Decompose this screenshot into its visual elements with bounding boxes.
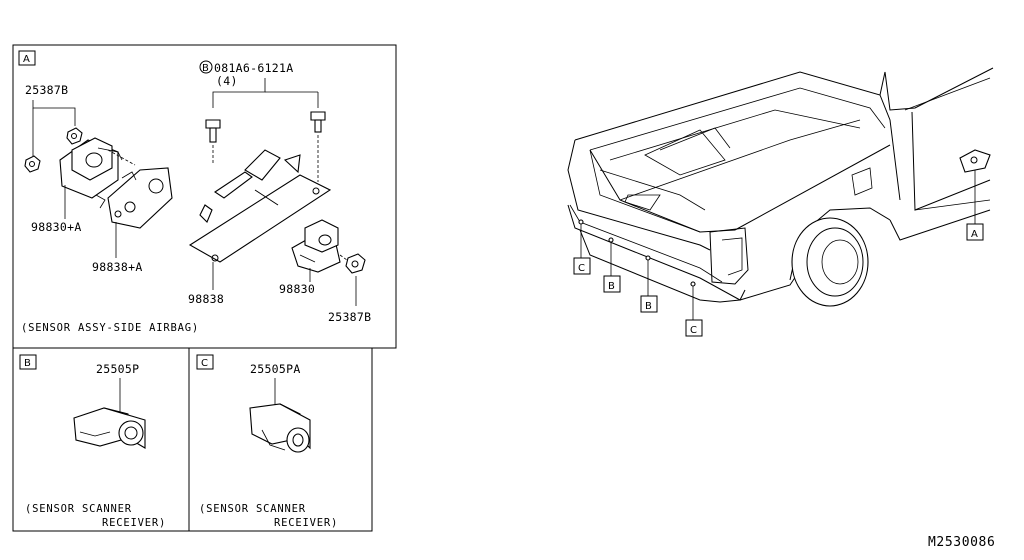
part-bracket-large: 98838 xyxy=(188,292,224,306)
nut-lower-icon xyxy=(24,155,41,173)
nut-upper-icon xyxy=(66,127,83,145)
panel-b-tag: B xyxy=(24,358,31,369)
panel-b-caption-line1: (SENSOR SCANNER xyxy=(25,503,132,515)
panel-c-caption-line1: (SENSOR SCANNER xyxy=(199,503,306,515)
callout-c-right-box xyxy=(685,319,703,337)
bracket-small-icon xyxy=(59,137,136,199)
scanner-receiver-sensor-c-icon xyxy=(249,403,311,453)
panel-b-part: 25505P xyxy=(96,362,139,376)
vehicle-callouts: C B B C A xyxy=(573,170,984,337)
bolt-ref-code: 081A6-6121A xyxy=(214,61,293,75)
callout-b-right: B xyxy=(645,301,652,312)
callout-c-right: C xyxy=(690,325,697,336)
side-airbag-sensor-icon xyxy=(291,219,341,273)
callout-c-left: C xyxy=(578,263,585,274)
panel-a-caption: (SENSOR ASSY-SIDE AIRBAG) xyxy=(21,322,199,334)
panel-a-tag: A xyxy=(23,54,30,65)
pickup-truck-rear-icon xyxy=(567,67,994,307)
panel-c-part: 25505PA xyxy=(250,362,301,376)
panel-c-tag-box xyxy=(196,354,214,370)
part-nut-top: 25387B xyxy=(25,83,68,97)
panel-b-caption-line2: RECEIVER) xyxy=(102,517,166,529)
bolt-qty: (4) xyxy=(216,74,238,88)
part-sensor: 98830 xyxy=(279,282,315,296)
panel-b-tag-box xyxy=(19,354,37,370)
panel-c-tag: C xyxy=(201,358,208,369)
callout-b-right-box xyxy=(640,295,658,313)
bolt-left-icon xyxy=(205,119,221,165)
callout-c-left-box xyxy=(573,257,591,275)
callout-b-left-box xyxy=(603,275,621,293)
callout-a-side-box xyxy=(966,223,984,241)
nut-bottom-icon xyxy=(345,253,366,274)
bolt-ref-symbol: B xyxy=(202,63,209,74)
part-nut-bottom: 25387B xyxy=(328,310,371,324)
bracket-large-icon xyxy=(188,149,332,263)
scanner-receiver-sensor-b-icon xyxy=(73,407,146,449)
panel-c-caption-line2: RECEIVER) xyxy=(274,517,338,529)
panel-b: B 25505P (SENSOR SCANNER RECEIVER) xyxy=(12,347,190,532)
part-plate-small: 98838+A xyxy=(92,260,143,274)
callout-b-left: B xyxy=(608,281,615,292)
plate-small-icon xyxy=(95,167,173,229)
panel-a: A B 081A6-6121A (4) xyxy=(12,44,397,349)
part-bracket-small: 98830+A xyxy=(31,220,82,234)
bolt-right-icon xyxy=(310,111,326,182)
bolt-ref-symbol-icon xyxy=(199,60,213,74)
panel-c: C 25505PA (SENSOR SCANNER RECEIVER) xyxy=(188,347,373,532)
diagram-code: M2530086 xyxy=(928,535,995,550)
callout-a-side: A xyxy=(971,229,978,240)
panel-a-tag-box xyxy=(18,50,36,66)
